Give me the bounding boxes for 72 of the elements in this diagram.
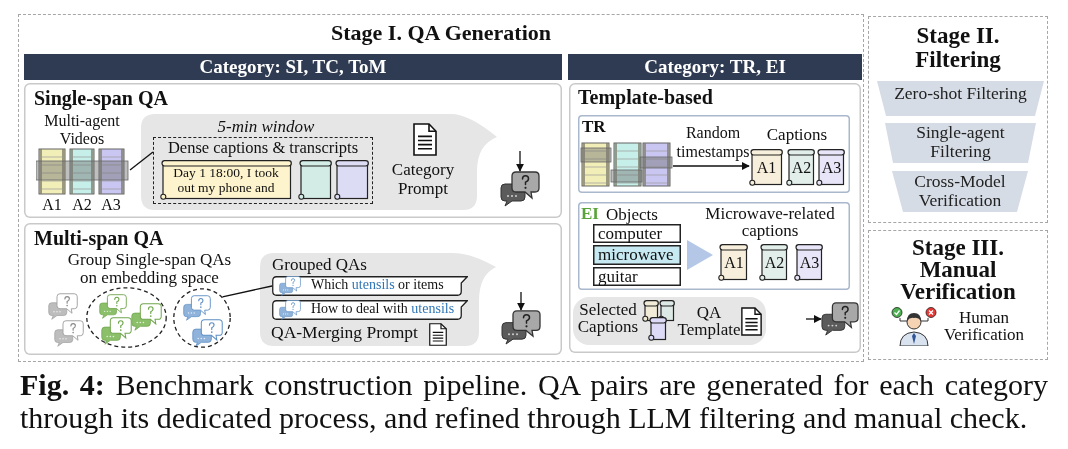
filter-trapezoid: Single-agent Filtering bbox=[885, 123, 1036, 163]
question-text: Which utensils or items bbox=[311, 276, 444, 294]
chat-bubbles-icon bbox=[500, 171, 540, 207]
film-strips-drawing bbox=[579, 142, 673, 187]
prompt-label: Category Prompt bbox=[390, 160, 456, 198]
caption-scroll: A1 bbox=[718, 244, 748, 281]
connector-line bbox=[129, 151, 154, 171]
stage-title: Stage II. Filtering bbox=[914, 24, 1002, 72]
chat-bubbles-icon bbox=[501, 310, 541, 345]
caption-scroll bbox=[334, 160, 369, 200]
cluster-ellipse bbox=[173, 288, 231, 348]
question-text: How to deal with utensils bbox=[311, 300, 455, 318]
video-label: Multi-agent Videos bbox=[43, 112, 121, 148]
category-header: Category: TR, EI bbox=[568, 54, 862, 80]
question-bubble bbox=[272, 276, 468, 296]
caption-scroll: A3 bbox=[794, 244, 823, 281]
prompt-label: QA-Merging Prompt bbox=[271, 321, 418, 343]
arrow bbox=[672, 162, 750, 170]
sub-panel bbox=[578, 115, 850, 193]
section-title: Template-based bbox=[578, 85, 713, 109]
stage-title: Stage I. QA Generation bbox=[331, 20, 551, 46]
caption-scroll: A2 bbox=[759, 244, 788, 281]
sub-panel-title: TR bbox=[582, 117, 606, 137]
sub-panel bbox=[578, 202, 850, 290]
stage-panel bbox=[868, 16, 1048, 223]
caption-scroll: A3 bbox=[816, 149, 845, 186]
callout-pill bbox=[573, 297, 766, 345]
filter-trapezoid: Cross-Model Verification bbox=[892, 171, 1028, 212]
captions-label: Captions bbox=[766, 125, 828, 145]
connector-line bbox=[221, 285, 273, 298]
filter-trapezoid: Zero-shot Filtering bbox=[877, 81, 1044, 116]
callout-bubble bbox=[141, 114, 497, 210]
category-header: Category: SI, TC, ToM bbox=[24, 54, 562, 80]
arrow bbox=[805, 315, 822, 323]
section-panel bbox=[569, 83, 861, 353]
section-title: Multi-span QA bbox=[34, 226, 164, 250]
object-box: microwave bbox=[593, 245, 681, 265]
stage-title: Stage III. Manual Verification bbox=[899, 237, 1017, 303]
caption-scroll: A1 bbox=[749, 149, 783, 186]
agent-label: A1 bbox=[42, 197, 62, 213]
figure-caption: Fig. 4: Benchmark construction pipeline. QA pairs are generated for each category through its dedicated process, and refined through LLM filtering and manual check. bbox=[20, 368, 1048, 434]
chat-bubbles-icon bbox=[821, 302, 859, 336]
stage-panel bbox=[18, 14, 864, 362]
section-panel bbox=[24, 223, 562, 355]
callout-bubble bbox=[260, 253, 496, 346]
stage-panel bbox=[868, 230, 1048, 360]
selected-label: Selected Captions bbox=[576, 301, 640, 335]
dashed-frame bbox=[153, 137, 373, 204]
agent-label: A2 bbox=[72, 197, 92, 213]
object-box: computer bbox=[593, 224, 681, 243]
objects-label: Objects bbox=[606, 205, 658, 225]
caption-scroll bbox=[298, 160, 332, 200]
agent-label: A3 bbox=[101, 197, 121, 213]
human-label: Human Verification bbox=[942, 309, 1026, 343]
cluster-ellipse bbox=[86, 287, 167, 348]
caption-scroll: A2 bbox=[786, 149, 815, 186]
arrow bbox=[517, 291, 525, 311]
template-label: QA Template bbox=[676, 304, 742, 338]
captions-label: Microwave-related captions bbox=[704, 205, 836, 239]
grouped-label: Grouped QAs bbox=[272, 255, 367, 275]
arrow bbox=[516, 150, 524, 172]
sub-panel-title: EI bbox=[581, 204, 599, 224]
caption-scroll: Day 1 18:00, I took out my phone and bbox=[160, 160, 292, 200]
section-title: Single-span QA bbox=[34, 86, 168, 110]
question-bubble bbox=[272, 300, 468, 320]
chevron-arrow bbox=[687, 240, 713, 271]
section-panel bbox=[24, 83, 562, 218]
object-box: guitar bbox=[593, 267, 681, 286]
edge-label: Random timestamps bbox=[675, 123, 751, 161]
group-description: Group Single-span QAs on embedding space bbox=[66, 251, 233, 287]
window-label: 5-min window bbox=[217, 117, 315, 137]
frame-title: Dense captions & transcripts bbox=[167, 138, 359, 157]
